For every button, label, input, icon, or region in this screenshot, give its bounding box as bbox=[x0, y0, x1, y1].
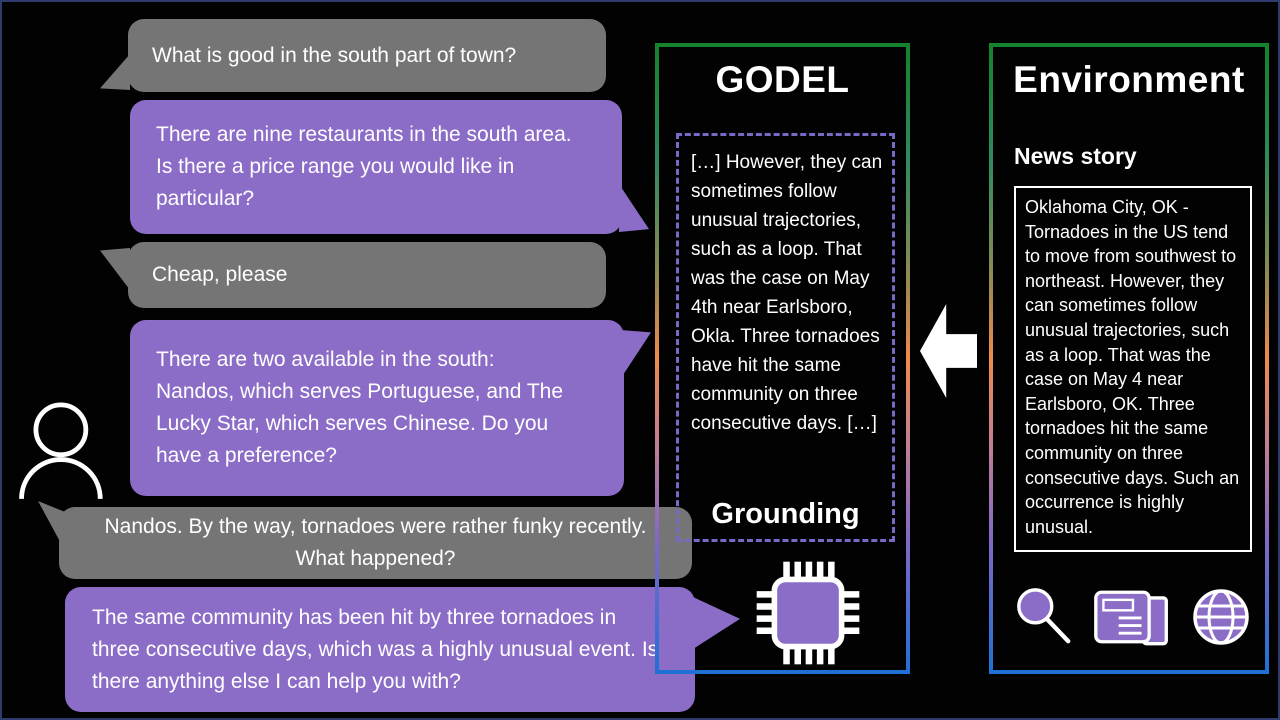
chat-message-text: Cheap, please bbox=[152, 263, 288, 286]
chat-bubble-user: Cheap, please bbox=[100, 242, 606, 308]
search-icon bbox=[1013, 586, 1075, 653]
newspaper-icon bbox=[1092, 586, 1172, 653]
chat-bubble-assistant: There are nine restaurants in the south … bbox=[130, 100, 649, 234]
chat-message-text: There are nine restaurants in the south … bbox=[156, 123, 572, 210]
godel-panel: GODEL […] However, they can sometimes fo… bbox=[655, 43, 910, 674]
chip-icon bbox=[752, 556, 864, 675]
person-icon bbox=[10, 394, 106, 509]
chat-bubble-assistant: There are two available in the south: Na… bbox=[130, 320, 651, 496]
chat-bubble-user: Nandos. By the way, tornadoes were rathe… bbox=[38, 501, 692, 579]
godel-title: GODEL bbox=[715, 59, 850, 100]
chat-bubble-assistant: The same community has been hit by three… bbox=[65, 587, 740, 712]
grounding-label: Grounding bbox=[711, 498, 860, 530]
environment-panel: Environment News story Oklahoma City, OK… bbox=[989, 43, 1269, 674]
globe-icon bbox=[1189, 585, 1253, 654]
chat-bubble-user: What is good in the south part of town? bbox=[100, 19, 606, 92]
news-story-box: Oklahoma City, OK - Tornadoes in the US … bbox=[1014, 186, 1252, 552]
bubble-tail bbox=[100, 248, 130, 290]
chat-message-text: What is good in the south part of town? bbox=[152, 43, 517, 67]
left-arrow-icon bbox=[920, 304, 977, 398]
bubble-tail bbox=[621, 330, 651, 378]
bubble-tail bbox=[100, 54, 130, 90]
bubble-tail bbox=[619, 184, 649, 232]
chat-message-text: There are two available in the south: Na… bbox=[156, 348, 564, 467]
chat-message-text: Nandos. By the way, tornadoes were rathe… bbox=[104, 515, 647, 570]
news-story-label: News story bbox=[1014, 143, 1137, 169]
grounding-text: […] However, they can sometimes follow u… bbox=[691, 152, 883, 434]
news-story-text: Oklahoma City, OK - Tornadoes in the US … bbox=[1025, 197, 1240, 537]
chat-message-text: The same community has been hit by three… bbox=[92, 605, 659, 693]
environment-title: Environment bbox=[1013, 59, 1245, 100]
environment-icons-row bbox=[1013, 585, 1253, 654]
grounding-box: […] However, they can sometimes follow u… bbox=[676, 133, 895, 542]
